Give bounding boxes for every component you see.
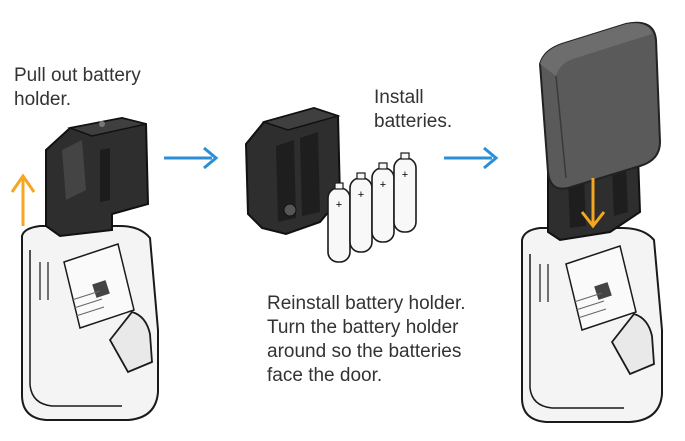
step-arrow-1-icon	[164, 146, 219, 170]
caption-line: around so the batteries	[267, 341, 462, 362]
insert-arrow-icon	[580, 178, 606, 229]
pull-arrow-icon	[10, 173, 36, 226]
battery-2: +	[349, 172, 373, 253]
caption-line: Turn the battery holder	[267, 317, 459, 338]
caption-line: Pull out battery	[14, 65, 141, 86]
battery-cover	[538, 21, 662, 190]
plus-icon: +	[402, 169, 408, 181]
step-pull-out-caption: Pull out battery holder.	[14, 64, 141, 112]
lock-right	[521, 21, 663, 423]
plus-icon: +	[336, 199, 342, 211]
step-reinstall-caption: Reinstall battery holder. Turn the batte…	[267, 292, 466, 388]
lock-left	[21, 116, 159, 421]
caption-line: face the door.	[267, 365, 383, 386]
battery-holder-open	[244, 106, 342, 236]
step-arrow-2-icon	[444, 146, 499, 170]
battery-holder-left	[45, 116, 150, 238]
label-plate-right	[565, 245, 637, 331]
plus-icon: +	[358, 189, 364, 201]
battery-1: +	[327, 182, 351, 263]
caption-line: Install	[374, 87, 424, 108]
battery-3: +	[371, 162, 395, 243]
plus-icon: +	[380, 179, 386, 191]
batteries: + + + +	[327, 152, 417, 263]
step-install-caption: Install batteries.	[374, 86, 452, 134]
caption-line: holder.	[14, 89, 72, 110]
caption-line: Reinstall battery holder.	[267, 293, 466, 314]
caption-line: batteries.	[374, 111, 453, 132]
battery-4: +	[393, 152, 417, 233]
label-plate-left	[63, 243, 135, 329]
